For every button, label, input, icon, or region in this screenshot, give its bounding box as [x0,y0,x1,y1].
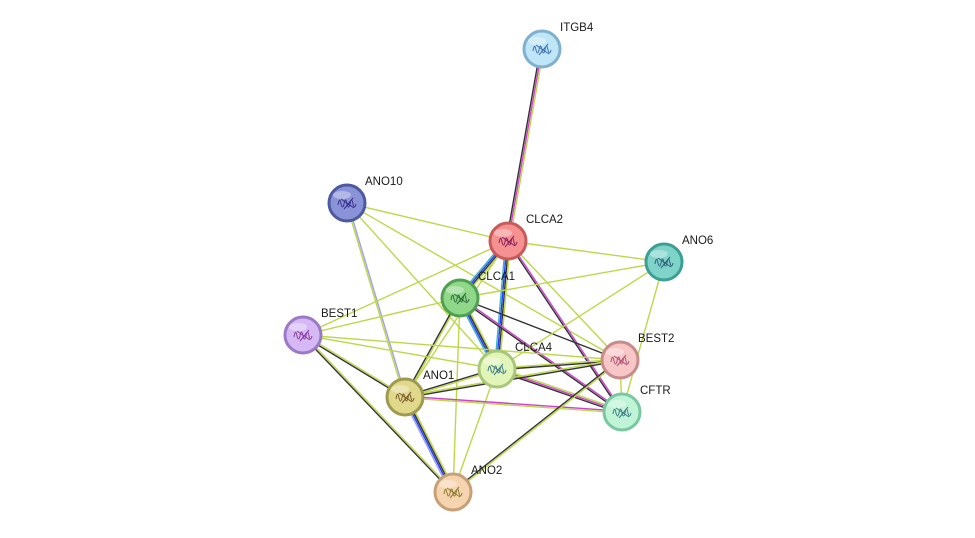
node-highlight [391,385,409,393]
edge-ano1-cftr [404,395,623,414]
node-highlight [289,323,307,331]
node-label: ANO1 [423,370,454,382]
node-highlight [333,191,351,199]
protein-structure-icon [395,391,415,404]
edge-clca4-ano2 [452,368,498,493]
protein-structure-icon [293,329,313,342]
node-label: BEST2 [638,333,674,345]
edge-best1-ano1 [301,333,407,399]
node-label: CFTR [640,385,671,397]
node-highlight [446,286,464,294]
edge-ano10-best2 [346,202,621,361]
edge-clca4-best1 [302,334,498,370]
edge-ano6-cftr [621,261,665,413]
node-highlight [650,250,668,258]
edge-clca2-clca4 [493,240,512,370]
protein-structure-icon [498,235,518,248]
protein-structure-icon [610,354,630,367]
edge-best1-best2 [302,334,621,361]
node-ano6[interactable]: ANO6 [644,235,713,282]
node-label: BEST1 [321,308,357,320]
protein-structure-icon [487,363,507,376]
node-label: ANO2 [471,465,502,477]
protein-structure-icon [443,486,463,499]
edge-clca2-cftr [506,239,624,414]
node-itgb4[interactable]: ITGB4 [522,22,594,69]
node-clca2[interactable]: CLCA2 [488,214,563,261]
node-highlight [494,229,512,237]
node-highlight [608,400,626,408]
edge-clca2-best1 [302,240,509,336]
edge-clca4-ano6 [496,261,665,370]
edge-ano2-best2 [451,358,622,494]
protein-structure-icon [532,43,552,56]
edge-ano10-ano1 [345,202,407,398]
node-best2[interactable]: BEST2 [600,333,674,380]
node-highlight [439,480,457,488]
node-ano10[interactable]: ANO10 [327,176,403,223]
node-cftr[interactable]: CFTR [602,385,671,432]
node-highlight [483,357,501,365]
node-highlight [528,37,546,45]
edge-clca2-best2 [507,240,621,361]
node-label: CLCA2 [526,214,563,226]
edge-clca1-ano6 [459,261,665,299]
edge-ano10-clca2 [346,202,509,242]
node-clca1[interactable]: CLCA1 [440,271,515,318]
edge-ano10-clca4 [346,202,498,370]
protein-structure-icon [337,197,357,210]
edge-itgb4-clca2 [505,48,545,242]
node-highlight [606,348,624,356]
node-ano1[interactable]: ANO1 [385,370,454,417]
edge-clca1-ano2 [452,297,461,493]
edge-best1-ano2 [301,333,455,494]
node-label: CLCA4 [515,342,553,354]
node-label: ITGB4 [560,22,594,34]
node-label: CLCA1 [478,271,515,283]
protein-structure-icon [654,256,674,269]
node-label: ANO6 [682,235,713,247]
node-ano2[interactable]: ANO2 [433,465,502,512]
edge-clca2-ano1 [404,240,509,398]
edge-clca2-ano6 [507,240,665,263]
edge-clca1-best1 [302,297,461,336]
node-label: ANO10 [365,176,403,188]
edge-clca1-best2 [459,297,621,361]
node-clca4[interactable]: CLCA4 [477,342,553,389]
protein-structure-icon [450,292,470,305]
node-best1[interactable]: BEST1 [283,308,357,355]
protein-structure-icon [612,406,632,419]
